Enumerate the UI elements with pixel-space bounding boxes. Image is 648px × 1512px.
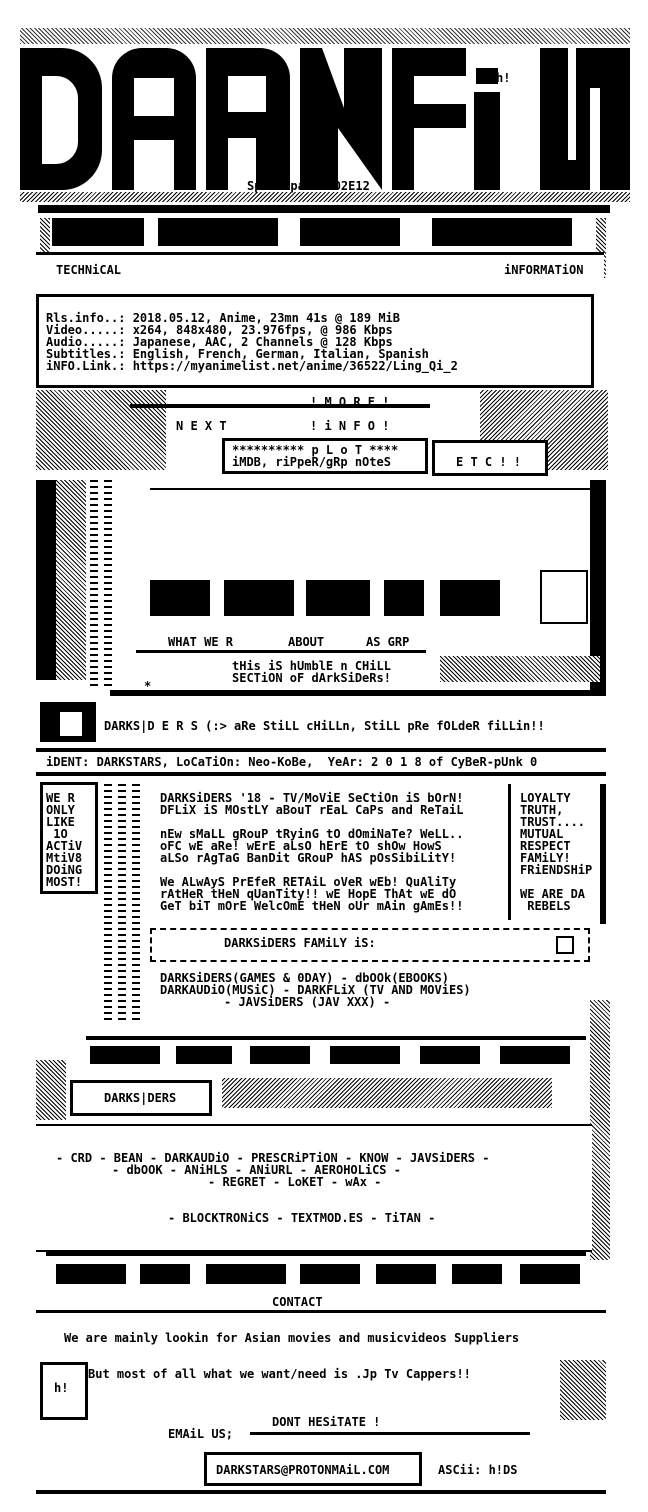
info-line: Video.....: x264, 848x480, 23.976fps, @ … (46, 323, 393, 337)
contact-line1: We are mainly lookin for Asian movies an… (64, 1331, 520, 1345)
contact-hi: h! (54, 1381, 69, 1395)
right-col-line: RESPECT (520, 839, 571, 853)
center-line: aLSo rAgTaG BanDit GRouP hAS pOsSibiLitY… (160, 851, 457, 865)
left-col-line: MtiV8 (46, 851, 83, 865)
groups-line: - dbOOK - ANiHLS - ANiURL - AEROHOLiCS - (112, 1163, 401, 1177)
etc-label: E T C ! ! (456, 455, 522, 469)
email-box[interactable] (204, 1452, 422, 1486)
about-what: WHAT WE R (168, 635, 234, 649)
groups-line: - BLOCKTRONiCS - TEXTMOD.ES - TiTAN - (168, 1211, 436, 1225)
star: * (144, 679, 152, 693)
right-col-line: FRiENDSHiP (520, 863, 593, 877)
more-label: ! M O R E ! (310, 395, 390, 409)
darkfilm-logo: h! (20, 28, 630, 202)
right-col-line: LOYALTY (520, 791, 571, 805)
left-col-line: DOiNG (46, 863, 83, 877)
right-col-line: REBELS (520, 899, 571, 913)
hesitate-label: DONT HESiTATE ! (272, 1415, 381, 1429)
family-line: - JAVSiDERS (JAV XXX) - (224, 995, 391, 1009)
left-col-line: ONLY (46, 803, 75, 817)
info-line: Audio.....: Japanese, AAC, 2 Channels @ … (46, 335, 393, 349)
email-link[interactable]: DARKSTARS@PROTONMAiL.COM (216, 1463, 390, 1477)
contact-line2: But most of all what we want/need is .Jp… (88, 1367, 471, 1381)
left-col-line: ACTiV (46, 839, 83, 853)
ascii-credit: ASCii: h!DS (438, 1463, 518, 1477)
info-line: Rls.info..: 2018.05.12, Anime, 23mn 41s … (46, 311, 401, 325)
darksiders-label: DARKS|DERS (104, 1091, 177, 1105)
center-line: rAtHeR tHeN qUanTity!! wE HopE ThAt wE d… (160, 887, 457, 901)
groups-line: - CRD - BEAN - DARKAUDiO - PRESCRiPTiON … (56, 1151, 490, 1165)
family-line: DARKSiDERS(GAMES & 0DAY) - dbOOk(EBOOKS) (160, 971, 449, 985)
left-col-line: LIKE (46, 815, 75, 829)
left-col-line: WE R (46, 791, 75, 805)
left-col-line: 1O (46, 827, 68, 841)
info-label: ! i N F O ! (310, 419, 390, 433)
center-line: oFC wE aRe! wErE aLsO hErE tO shOw HowS (160, 839, 442, 853)
info-line: iNFO.Link.: https://myanimelist.net/anim… (46, 359, 458, 373)
about-about: ABOUT (288, 635, 325, 649)
family-line: DARKAUDiO(MUSiC) - DARKFLiX (TV AND MOVi… (160, 983, 471, 997)
plot-label: ********** p L o T **** (232, 443, 399, 457)
right-col-line: MUTUAL (520, 827, 564, 841)
logo-tag: h! (496, 71, 511, 85)
family-title: DARKSiDERS FAMiLY iS: (224, 936, 376, 950)
center-line: GeT biT mOrE WelcOmE tHeN oUr mAin gAmEs… (160, 899, 464, 913)
right-col-line: TRUST.... (520, 815, 586, 829)
right-col-line: WE ARE DA (520, 887, 586, 901)
release-title: Spiritpact S02E12 (247, 179, 370, 193)
ident-line: iDENT: DARKSTARS, LoCaTiOn: Neo-KoBe, Ye… (46, 755, 538, 769)
info-line: Subtitles.: English, French, German, Ita… (46, 347, 429, 361)
center-line: DARKSiDERS '18 - TV/MoViE SeCtiOn iS bOr… (160, 791, 464, 805)
center-line: nEw sMaLL gRouP tRyinG tO dOmiNaTe? WeLL… (160, 827, 464, 841)
about-section: SECTiON oF dArkSiDeRs! (232, 671, 391, 685)
contact-title: CONTACT (272, 1295, 323, 1309)
tech-right-label: iNFORMATiON (504, 263, 584, 277)
center-line: DFLiX iS MOstLY aBouT rEaL CaPs and ReTa… (160, 803, 464, 817)
about-humble: tHis iS hUmblE n CHiLL (232, 659, 391, 673)
tech-left-label: TECHNiCAL (56, 263, 122, 277)
email-label: EMAiL US; (168, 1427, 234, 1441)
next-label: N E X T (176, 419, 227, 433)
darksiders-line: DARKS|D E R S (:> aRe StiLL cHiLLn, StiL… (104, 719, 545, 733)
left-col-line: MOST! (46, 875, 83, 889)
groups-line: - REGRET - LoKET - wAx - (208, 1175, 382, 1189)
about-as-grp: AS GRP (366, 635, 410, 649)
info-box (36, 294, 594, 388)
right-col-line: TRUTH, (520, 803, 564, 817)
right-col-line: FAMiLY! (520, 851, 571, 865)
center-line: We ALwAyS PrEfeR RETAiL oVeR wEb! QuAliT… (160, 875, 457, 889)
notes-label: iMDB, riPpeR/gRp nOteS (232, 455, 391, 469)
